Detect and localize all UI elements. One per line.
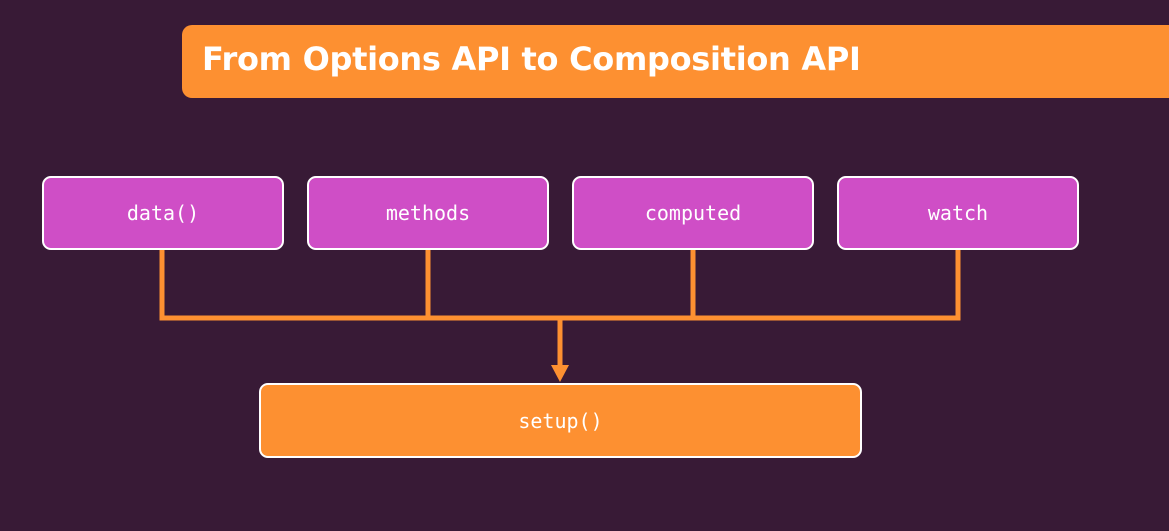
arrow-head-icon — [551, 365, 569, 382]
option-label-watch: watch — [927, 201, 989, 225]
option-label-methods: methods — [385, 201, 471, 225]
option-box-computed: computed — [572, 176, 814, 250]
setup-label: setup() — [518, 408, 603, 433]
page-title: From Options API to Composition API — [202, 39, 861, 78]
option-box-data: data() — [42, 176, 284, 250]
title-banner: From Options API to Composition API — [182, 25, 1169, 98]
option-box-watch: watch — [837, 176, 1079, 250]
option-label-data: data() — [126, 201, 200, 225]
option-label-computed: computed — [644, 201, 742, 225]
setup-box: setup() — [259, 383, 862, 458]
option-box-methods: methods — [307, 176, 549, 250]
